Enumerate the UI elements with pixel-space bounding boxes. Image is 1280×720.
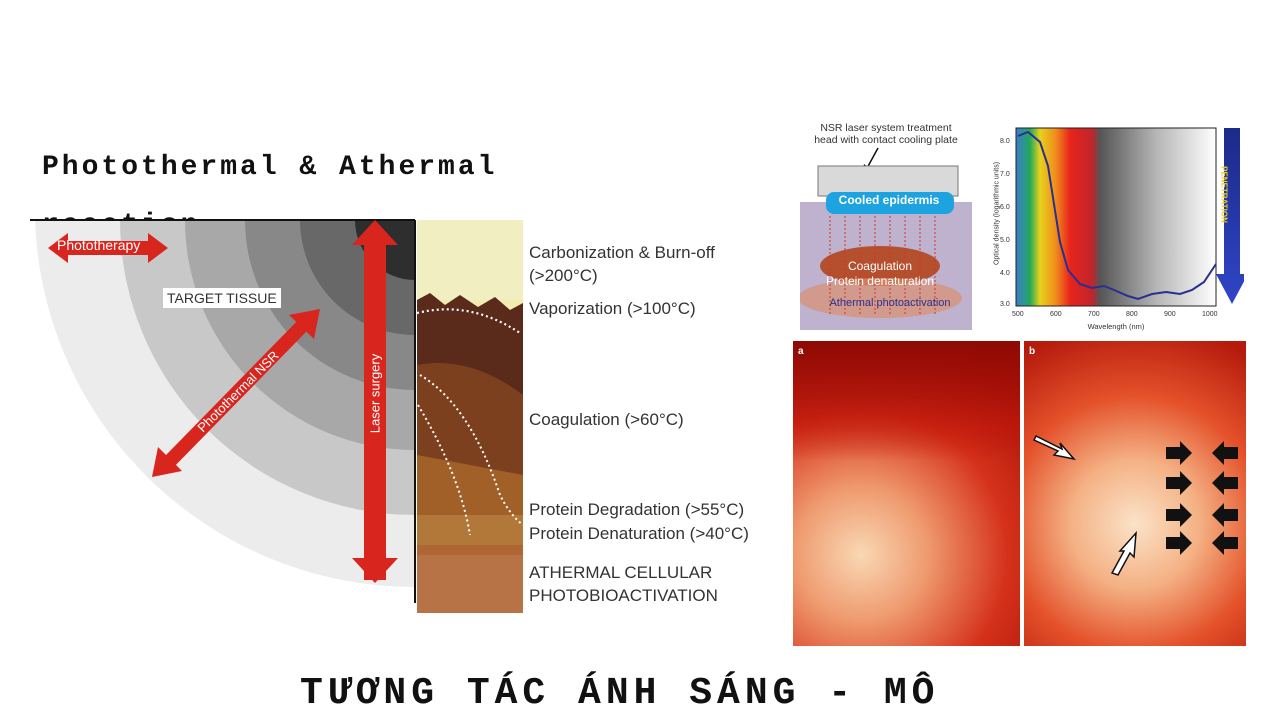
level-protein-denaturation: Protein Denaturation (>40°C) [529,524,749,543]
nsr-caption-line1: NSR laser system treatment [820,122,952,134]
slide-title-line1: Photothermal & Athermal [42,152,498,183]
xtick-900: 900 [1164,311,1176,318]
phototherapy-label: Phototherapy [57,237,141,253]
nsr-illustration: NSR laser system treatment head with con… [800,122,972,330]
nsr-protein-label: Protein denaturation [825,274,935,288]
photo-a-label: a [798,346,804,357]
level-athermal-1: ATHERMAL CELLULAR [529,563,713,582]
laser-tissue-diagram [30,219,524,613]
photothermal-nsr-arrow [152,309,320,477]
level-athermal-2: PHOTOBIOACTIVATION [529,586,718,605]
cooled-epidermis-label: Cooled epidermis [838,193,940,207]
level-vaporization: Vaporization (>100°C) [529,299,696,318]
spectrum-xlabel: Wavelength (nm) [1087,322,1145,331]
penetration-label: PENETRATION [1219,166,1229,223]
xtick-1000: 1000 [1202,311,1218,318]
footer-title: TƯƠNG TÁC ÁNH SÁNG - MÔ [300,672,940,715]
xtick-700: 700 [1088,311,1100,318]
microscopy-photo-a: a [793,341,1020,646]
ytick-6: 6.0 [1000,204,1010,211]
target-tissue-label: TARGET TISSUE [163,288,281,308]
level-carbonization: Carbonization & Burn-off [529,243,715,262]
ytick-7: 7.0 [1000,171,1010,178]
laser-surgery-label: Laser surgery [367,353,383,434]
hollow-arrows [1032,434,1137,576]
photo-b-label: b [1029,346,1036,357]
penetration-spectrum: Optical density (logarithmic units) Wave… [988,124,1244,334]
ytick-3: 3.0 [1000,301,1010,308]
nsr-coagulation-label: Coagulation [847,259,913,273]
microscopy-photo-b: b [1024,341,1246,646]
xtick-600: 600 [1050,311,1062,318]
ytick-5: 5.0 [1000,237,1010,244]
penetration-arrow [1216,128,1244,304]
phototherapy-arrow [48,233,168,263]
laser-surgery-arrow [352,220,398,583]
nsr-caption-line2: head with contact cooling plate [814,134,958,146]
ytick-4: 4.0 [1000,270,1010,277]
nsr-athermal-label: Athermal photoactivation [829,297,951,309]
xtick-500: 500 [1012,311,1024,318]
spectrum-gradient [1016,128,1216,306]
level-carbonization-temp: (>200°C) [529,266,598,285]
ytick-8: 8.0 [1000,138,1010,145]
absorption-curve [1017,130,1217,301]
xtick-800: 800 [1126,311,1138,318]
level-coagulation: Coagulation (>60°C) [529,410,684,429]
level-protein-degradation: Protein Degradation (>55°C) [529,500,745,519]
black-arrows [1166,441,1238,555]
